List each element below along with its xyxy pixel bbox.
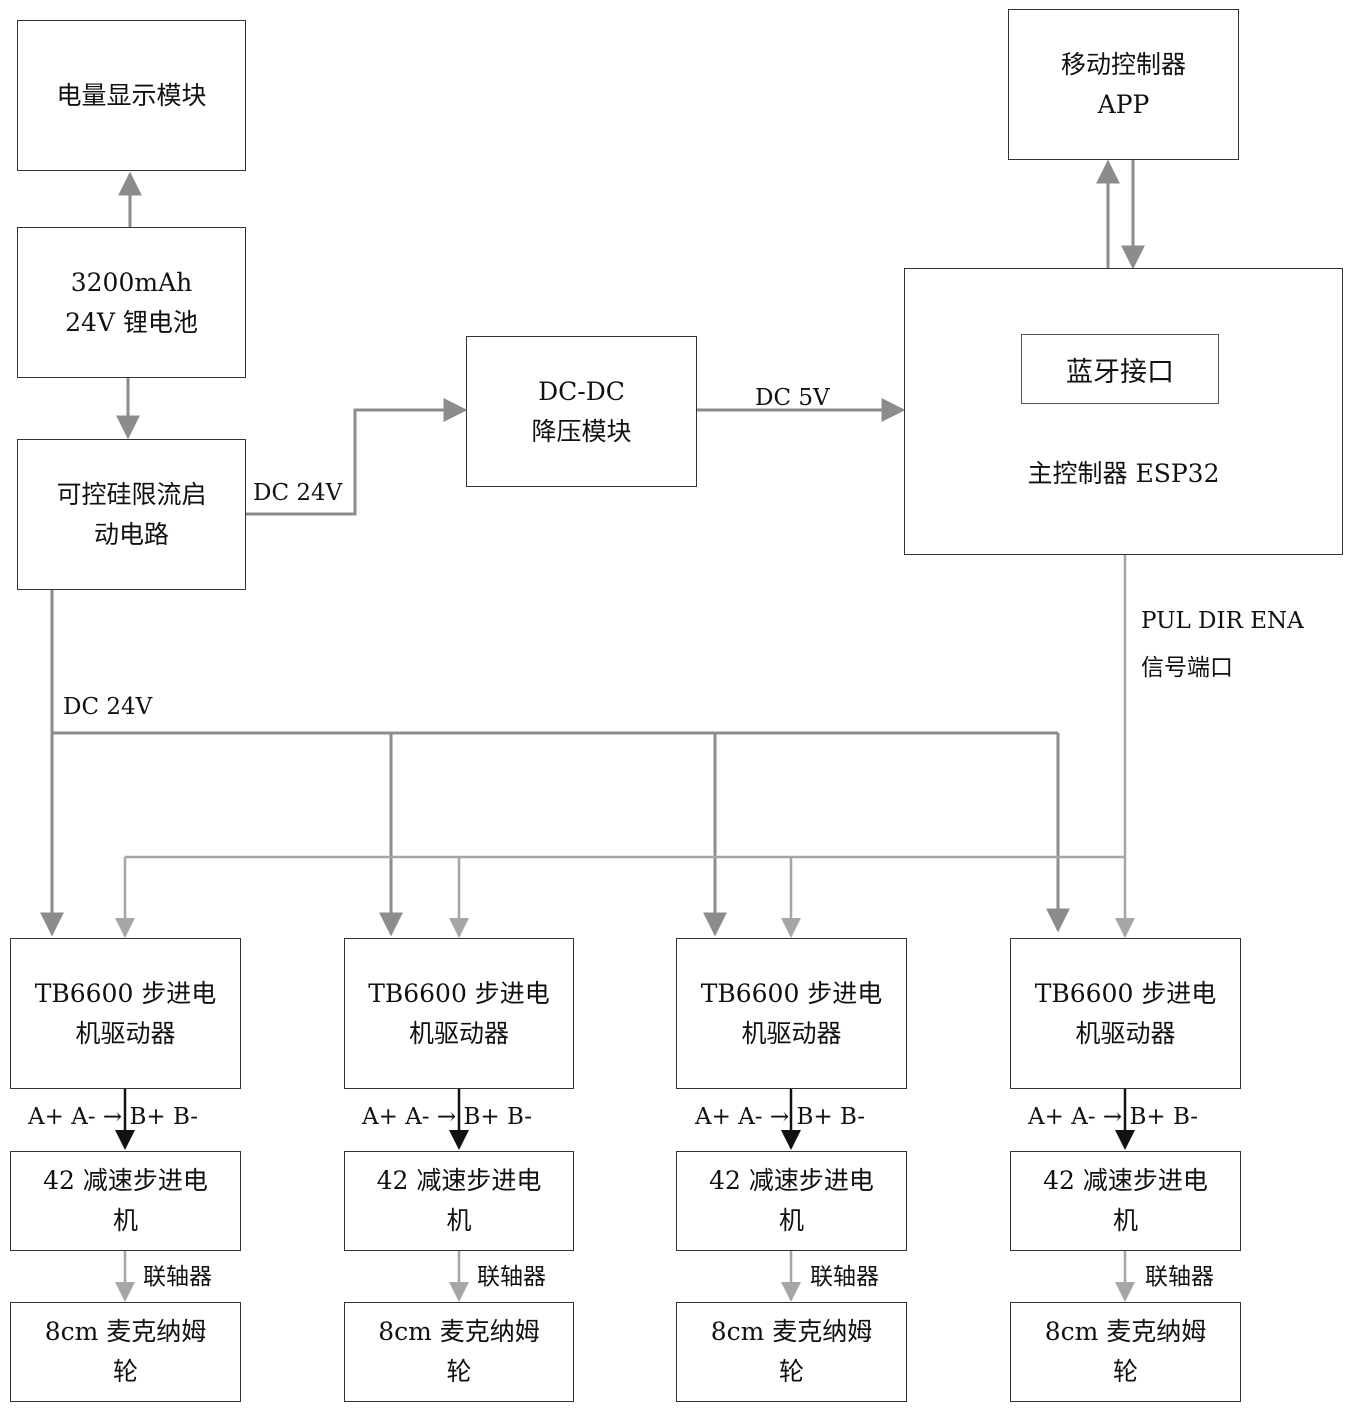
wheel-line1: 8cm 麦克纳姆: [1044, 1317, 1207, 1346]
phase-label-1: A+ A- → B+ B-: [28, 1104, 199, 1130]
mobile-app-line2: APP: [1097, 89, 1150, 119]
signal-port-label-line2: 信号端口: [1141, 655, 1233, 681]
dc24-lower-label: DC 24V: [63, 694, 153, 720]
wheel-line1: 8cm 麦克纳姆: [44, 1317, 207, 1346]
scr-to-dcdc-arrow: [245, 398, 468, 516]
wheel-line2: 轮: [112, 1357, 138, 1386]
driver-line2: 机驱动器: [741, 1018, 842, 1048]
wheel-line2: 轮: [1112, 1357, 1138, 1386]
wheel-line1: 8cm 麦克纳姆: [378, 1317, 540, 1346]
coupler-label-3: 联轴器: [810, 1264, 879, 1290]
scr-circuit-line1: 可控硅限流启: [56, 479, 207, 509]
dcdc-box: DC-DC 降压模块: [466, 336, 697, 487]
esp32-box: 主控制器 ESP32: [904, 268, 1343, 555]
stepper-driver-box-1: TB6600 步进电 机驱动器: [10, 938, 241, 1089]
phase-label-4: A+ A- → B+ B-: [1028, 1104, 1199, 1130]
gear-motor-box-1: 42 减速步进电 机: [10, 1151, 241, 1251]
driver-line2: 机驱动器: [1075, 1018, 1176, 1048]
dc5-label: DC 5V: [755, 385, 830, 411]
scr-circuit-box: 可控硅限流启 动电路: [17, 439, 246, 590]
bluetooth-interface-label: 蓝牙接口: [1066, 356, 1174, 388]
scr-circuit-line2: 动电路: [93, 519, 169, 549]
signal-port-label-line1: PUL DIR ENA: [1141, 608, 1304, 634]
gear-motor-box-3: 42 减速步进电 机: [676, 1151, 907, 1251]
motor-line2: 机: [1112, 1206, 1138, 1235]
driver-line1: TB6600 步进电: [700, 978, 883, 1008]
battery-voltage-label: 24V 锂电池: [65, 307, 198, 337]
phase-label-3: A+ A- → B+ B-: [695, 1104, 866, 1130]
phase-label-2: A+ A- → B+ B-: [362, 1104, 533, 1130]
driver-line1: TB6600 步进电: [1034, 978, 1217, 1008]
mecanum-wheel-box-4: 8cm 麦克纳姆 轮: [1010, 1302, 1241, 1402]
motor-line1: 42 减速步进电: [376, 1166, 542, 1195]
motor-line1: 42 减速步进电: [709, 1166, 874, 1195]
coupler-label-1: 联轴器: [143, 1264, 212, 1290]
stepper-driver-box-3: TB6600 步进电 机驱动器: [676, 938, 907, 1089]
battery-display-box: 电量显示模块: [17, 20, 246, 171]
dcdc-line2: 降压模块: [531, 416, 632, 446]
wheel-line1: 8cm 麦克纳姆: [710, 1317, 873, 1346]
motor-line2: 机: [446, 1206, 472, 1235]
battery-capacity-label: 3200mAh: [70, 267, 193, 297]
gear-motor-box-4: 42 减速步进电 机: [1010, 1151, 1241, 1251]
stepper-driver-box-2: TB6600 步进电 机驱动器: [344, 938, 574, 1089]
motor-line1: 42 减速步进电: [43, 1166, 208, 1195]
mecanum-wheel-box-3: 8cm 麦克纳姆 轮: [676, 1302, 907, 1402]
driver-line1: TB6600 步进电: [368, 978, 550, 1008]
battery-box: 3200mAh 24V 锂电池: [17, 227, 246, 378]
motor-line2: 机: [778, 1206, 804, 1235]
wheel-line2: 轮: [778, 1357, 804, 1386]
coupler-label-4: 联轴器: [1145, 1264, 1214, 1290]
mobile-app-line1: 移动控制器: [1060, 49, 1186, 79]
battery-display-label: 电量显示模块: [56, 80, 207, 110]
mecanum-wheel-box-2: 8cm 麦克纳姆 轮: [344, 1302, 574, 1402]
esp32-main-label: 主控制器 ESP32: [1027, 459, 1220, 488]
motor-line2: 机: [112, 1206, 138, 1235]
dcdc-line1: DC-DC: [538, 376, 625, 406]
mecanum-wheel-box-1: 8cm 麦克纳姆 轮: [10, 1302, 241, 1402]
coupler-label-2: 联轴器: [477, 1264, 546, 1290]
motor-line1: 42 减速步进电: [1043, 1166, 1208, 1195]
mobile-app-box: 移动控制器 APP: [1008, 9, 1239, 160]
bluetooth-interface-box: 蓝牙接口: [1021, 334, 1219, 404]
wheel-line2: 轮: [446, 1357, 472, 1386]
driver-line2: 机驱动器: [408, 1018, 509, 1048]
stepper-driver-box-4: TB6600 步进电 机驱动器: [1010, 938, 1241, 1089]
gear-motor-box-2: 42 减速步进电 机: [344, 1151, 574, 1251]
dc24-upper-label: DC 24V: [253, 480, 343, 506]
driver-line2: 机驱动器: [75, 1018, 176, 1048]
driver-line1: TB6600 步进电: [34, 978, 217, 1008]
